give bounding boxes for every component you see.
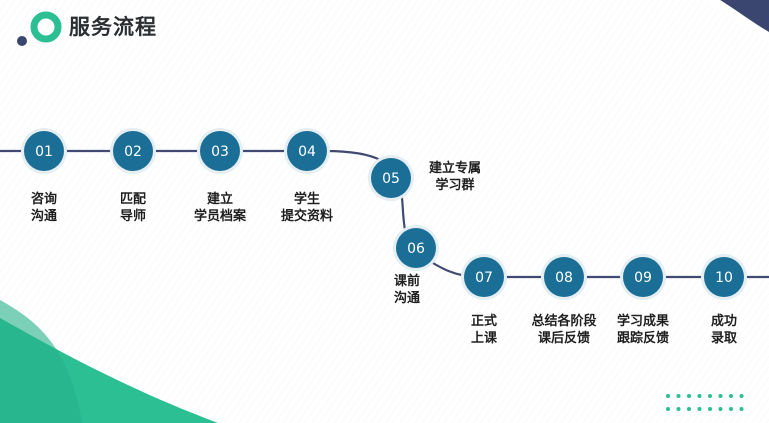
step-label-line: 咨询 bbox=[30, 192, 57, 207]
top-right-navy-shape bbox=[720, 0, 769, 32]
decor-dot bbox=[687, 394, 691, 398]
decor-dot bbox=[739, 407, 744, 411]
decor-dot bbox=[729, 407, 733, 411]
decor-dot bbox=[708, 394, 712, 398]
step-label-line: 学习成果 bbox=[616, 314, 669, 329]
step-label-line: 建立 bbox=[206, 192, 233, 207]
step-node-06: 06 bbox=[393, 225, 439, 271]
decor-dot bbox=[708, 407, 712, 411]
decor-dot bbox=[697, 394, 702, 398]
decor-dot bbox=[729, 394, 733, 398]
step-label-line: 学生 bbox=[293, 192, 320, 207]
step-nodes: 01 02 03 04 05 06 07 08 09 10 bbox=[21, 128, 747, 300]
decor-dot bbox=[739, 394, 744, 398]
step-node-10: 10 bbox=[701, 254, 747, 300]
step-label-09: 学习成果跟踪反馈 bbox=[593, 313, 693, 347]
decor-dot bbox=[718, 394, 723, 398]
bottom-left-green-highlight bbox=[0, 300, 82, 423]
step-label-line: 建立专属 bbox=[428, 161, 481, 176]
logo-dot-icon bbox=[17, 36, 27, 46]
decor-dot bbox=[697, 407, 702, 411]
step-label-line: 导师 bbox=[119, 209, 146, 224]
step-number: 09 bbox=[634, 270, 652, 286]
step-number: 08 bbox=[555, 270, 573, 286]
step-node-circle bbox=[704, 257, 744, 297]
step-label-line: 沟通 bbox=[30, 209, 57, 224]
step-label-line: 总结各阶段 bbox=[531, 314, 597, 329]
step-node-03: 03 bbox=[197, 128, 243, 174]
step-label-06: 课前沟通 bbox=[357, 273, 457, 307]
step-number: 10 bbox=[715, 270, 733, 286]
step-label-line: 学员档案 bbox=[193, 209, 246, 224]
step-node-circle bbox=[464, 257, 504, 297]
step-node-07: 07 bbox=[461, 254, 507, 300]
step-node-circle bbox=[623, 257, 663, 297]
logo-ring-icon bbox=[30, 11, 62, 43]
step-node-08: 08 bbox=[541, 254, 587, 300]
step-node-circle bbox=[24, 131, 64, 171]
decor-dot bbox=[676, 394, 681, 398]
step-node-circle bbox=[113, 131, 153, 171]
step-label-line: 正式 bbox=[470, 314, 497, 329]
dot-grid-decoration bbox=[666, 394, 744, 411]
decor-dot bbox=[718, 407, 723, 411]
step-number: 05 bbox=[382, 171, 400, 187]
step-label-01: 咨询沟通 bbox=[0, 191, 94, 225]
step-node-09: 09 bbox=[620, 254, 666, 300]
step-node-circle bbox=[396, 228, 436, 268]
step-node-circle bbox=[287, 131, 327, 171]
step-number: 02 bbox=[124, 144, 142, 160]
step-node-05: 05 bbox=[368, 155, 414, 201]
step-node-circle bbox=[544, 257, 584, 297]
step-label-04: 学生提交资料 bbox=[257, 191, 357, 225]
decor-dot bbox=[666, 407, 670, 411]
step-label-line: 学习群 bbox=[435, 178, 475, 193]
step-label-line: 匹配 bbox=[119, 192, 146, 207]
step-label-05: 建立专属学习群 bbox=[405, 160, 505, 194]
step-number: 07 bbox=[475, 270, 493, 286]
page-title: 服务流程 bbox=[69, 15, 157, 39]
step-number: 04 bbox=[298, 144, 316, 160]
process-path bbox=[0, 149, 769, 279]
step-label-line: 课前 bbox=[393, 274, 420, 289]
step-number: 01 bbox=[35, 144, 53, 160]
step-node-02: 02 bbox=[110, 128, 156, 174]
step-label-line: 录取 bbox=[710, 331, 737, 346]
decor-dot bbox=[687, 407, 691, 411]
step-label-08: 总结各阶段课后反馈 bbox=[514, 313, 614, 347]
step-label-03: 建立学员档案 bbox=[170, 191, 270, 225]
decor-dot bbox=[666, 394, 670, 398]
step-label-line: 提交资料 bbox=[280, 209, 333, 224]
step-label-02: 匹配导师 bbox=[83, 191, 183, 225]
step-label-07: 正式上课 bbox=[434, 313, 534, 347]
step-label-line: 上课 bbox=[470, 331, 497, 346]
step-label-line: 跟踪反馈 bbox=[616, 331, 669, 346]
step-label-line: 沟通 bbox=[393, 291, 420, 306]
step-label-line: 课后反馈 bbox=[537, 331, 590, 346]
step-node-04: 04 bbox=[284, 128, 330, 174]
step-label-line: 成功 bbox=[710, 314, 737, 329]
step-node-circle bbox=[371, 158, 411, 198]
step-label-10: 成功录取 bbox=[674, 313, 769, 347]
step-node-01: 01 bbox=[21, 128, 67, 174]
step-number: 03 bbox=[211, 144, 229, 160]
step-node-circle bbox=[200, 131, 240, 171]
decor-dot bbox=[676, 407, 681, 411]
step-number: 06 bbox=[407, 241, 425, 257]
